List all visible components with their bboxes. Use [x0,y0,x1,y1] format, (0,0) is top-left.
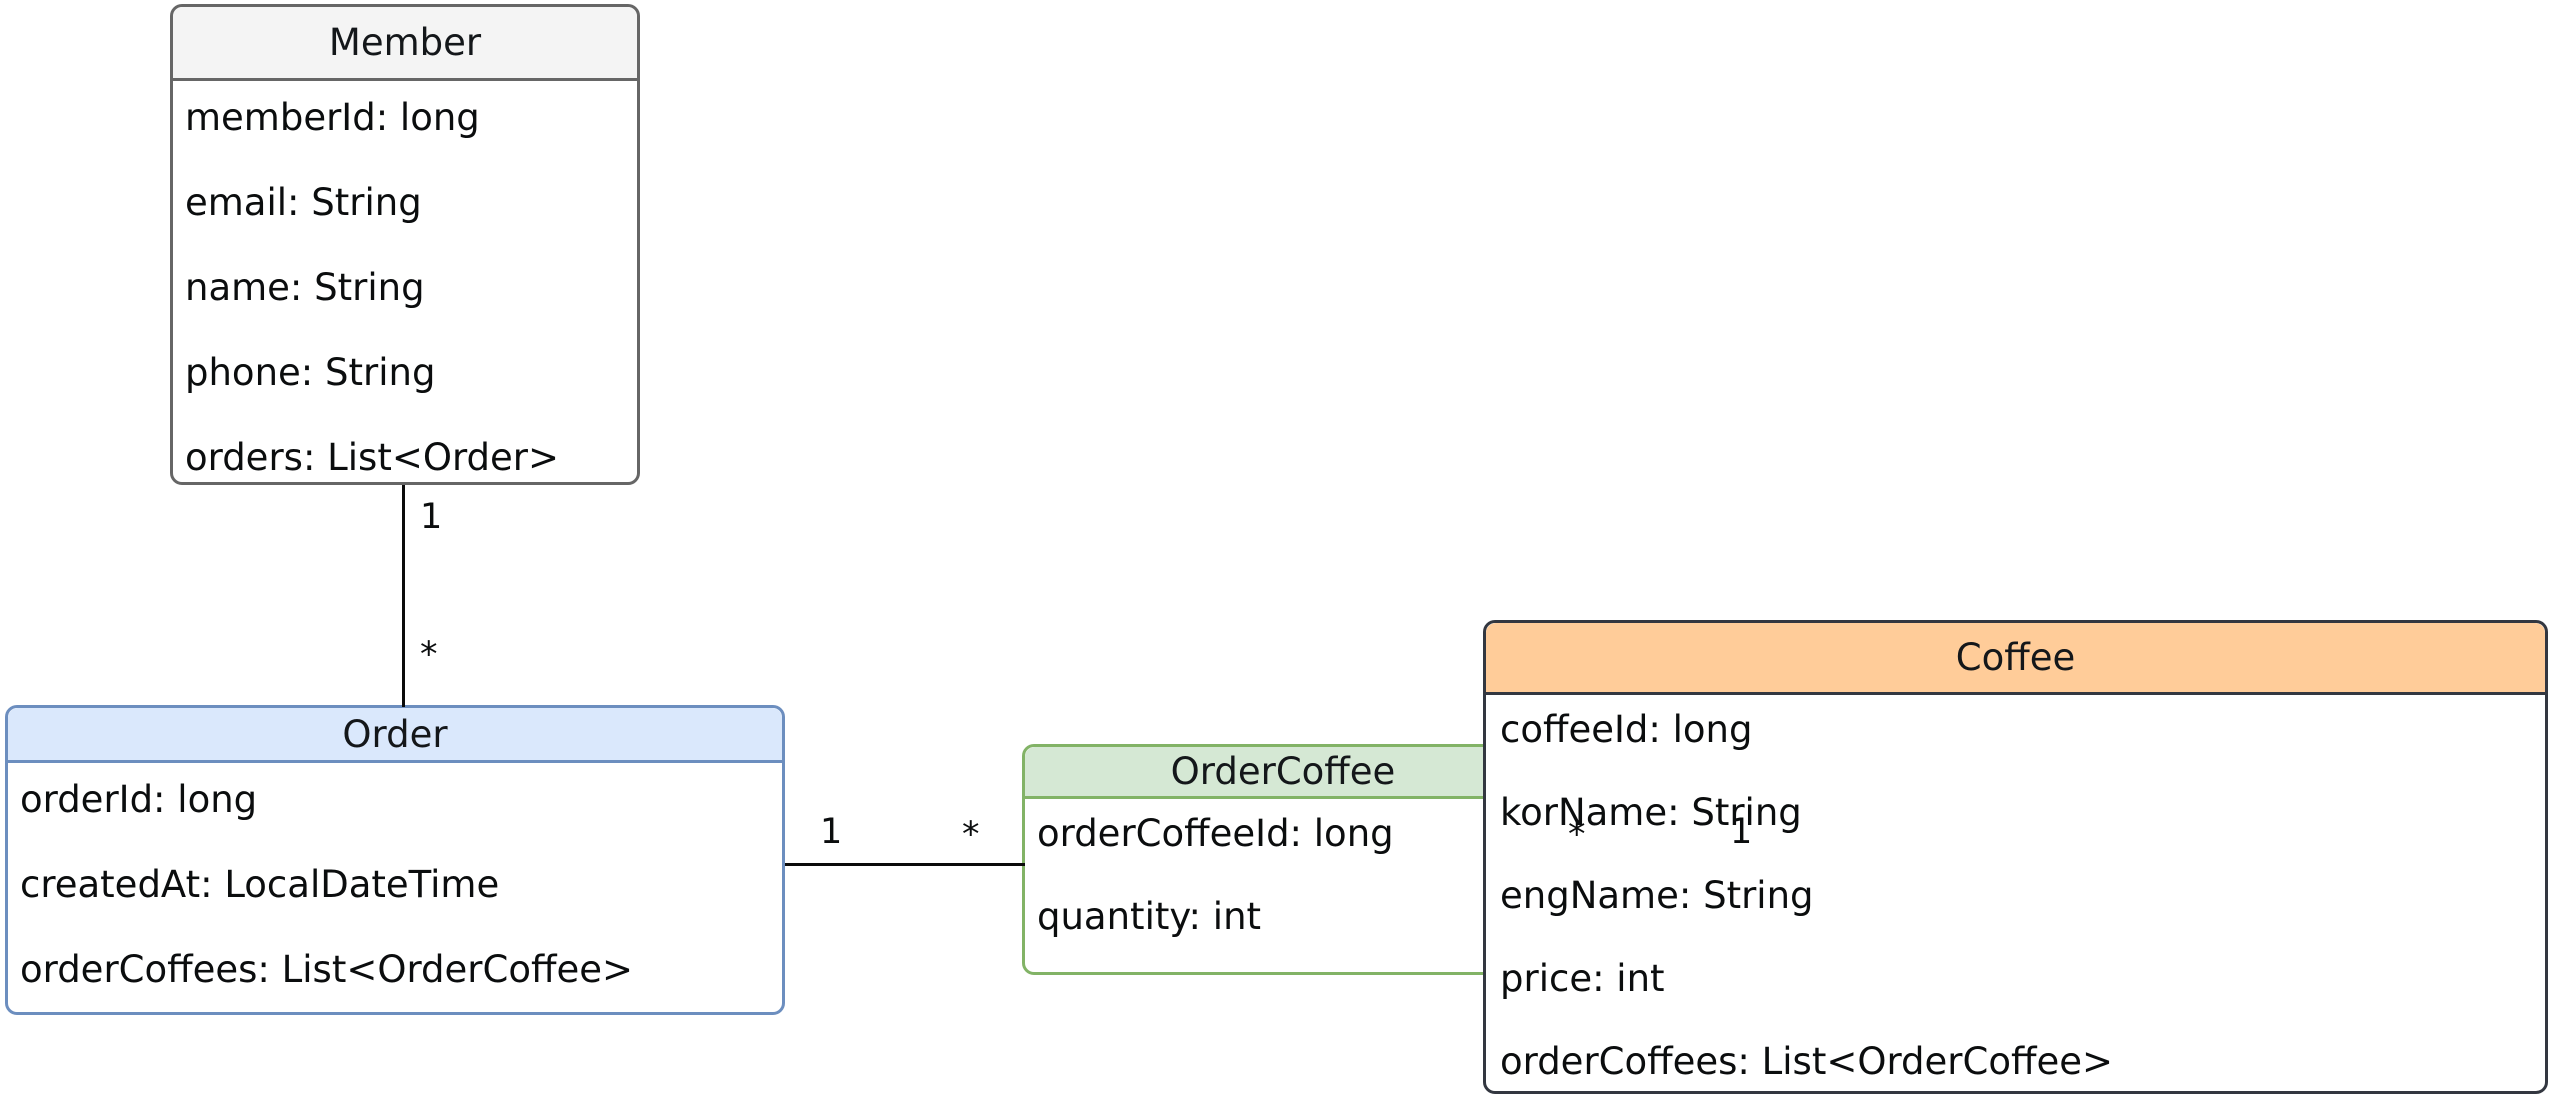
attribute-row: orderCoffees: List<OrderCoffee> [20,948,633,991]
multiplicity-order-side: * [420,635,438,675]
attribute-row: orderCoffees: List<OrderCoffee> [1500,1040,2113,1083]
class-name-coffee: Coffee [1486,623,2545,695]
multiplicity-ordercoffee-side-2: * [1568,815,1586,855]
attribute-row: name: String [185,266,425,309]
relationship-line-order-ordercoffee [785,863,1025,866]
attribute-row: price: int [1500,957,1665,1000]
class-name-member: Member [173,7,637,81]
class-box-ordercoffee[interactable]: OrderCoffee orderCoffeeId: long quantity… [1022,744,1544,975]
attribute-row: phone: String [185,351,436,394]
class-attributes-ordercoffee: orderCoffeeId: long quantity: int [1025,799,1541,941]
attribute-row: engName: String [1500,874,1814,917]
relationship-line-member-order [402,485,405,707]
attribute-row: korName: String [1500,791,1802,834]
class-box-member[interactable]: Member memberId: long email: String name… [170,4,640,485]
attribute-row: orderId: long [20,778,258,821]
attribute-row: createdAt: LocalDateTime [20,863,500,906]
multiplicity-member-side: 1 [420,497,443,537]
class-name-ordercoffee: OrderCoffee [1025,747,1541,799]
attribute-row: quantity: int [1037,895,1262,938]
class-name-order: Order [8,708,782,763]
multiplicity-ordercoffee-side: * [962,815,980,855]
class-attributes-member: memberId: long email: String name: Strin… [173,81,637,482]
attribute-row: memberId: long [185,96,480,139]
multiplicity-order-side-2: 1 [820,812,843,852]
attribute-row: orderCoffeeId: long [1037,812,1394,855]
attribute-row: email: String [185,181,422,224]
class-box-coffee[interactable]: Coffee coffeeId: long korName: String en… [1483,620,2548,1094]
class-attributes-order: orderId: long createdAt: LocalDateTime o… [8,763,782,994]
class-box-order[interactable]: Order orderId: long createdAt: LocalDate… [5,705,785,1015]
class-attributes-coffee: coffeeId: long korName: String engName: … [1486,695,2545,1086]
attribute-row: coffeeId: long [1500,708,1753,751]
multiplicity-coffee-side: 1 [1730,812,1753,852]
attribute-row: orders: List<Order> [185,436,559,479]
